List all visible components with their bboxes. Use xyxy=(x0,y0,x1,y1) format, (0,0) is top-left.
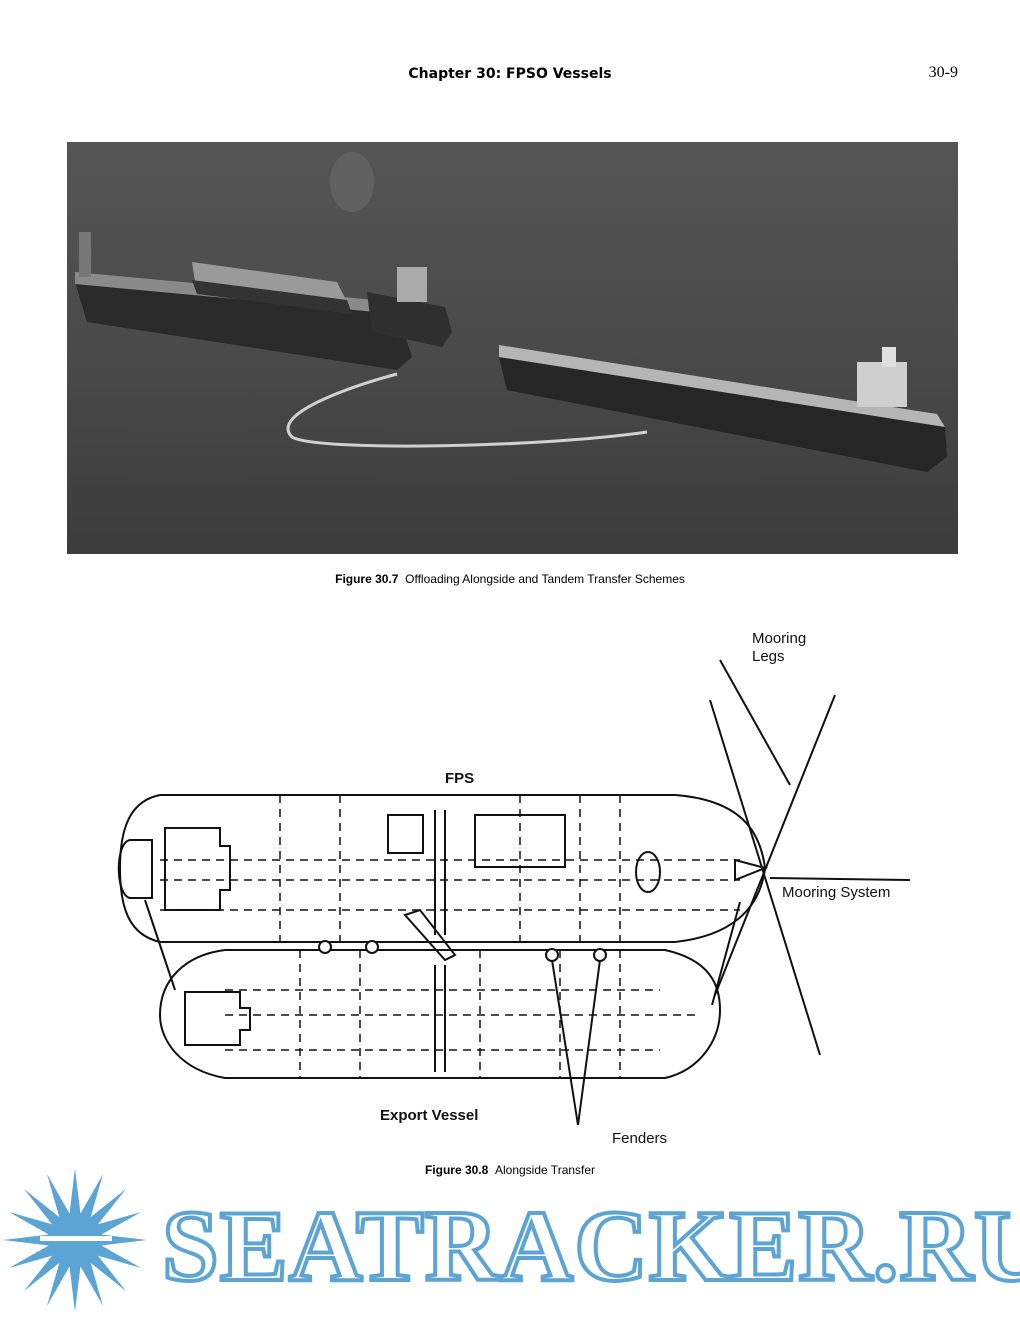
mooring-legs-label-line2: Legs xyxy=(752,648,785,665)
figure-30-8-caption: Figure 30.8 Alongside Transfer xyxy=(0,1163,1020,1177)
mooring-system-label: Mooring System xyxy=(782,884,891,901)
sun-logo-icon xyxy=(3,1170,147,1312)
figure-caption-text: Offloading Alongside and Tandem Transfer… xyxy=(405,572,685,586)
figure-label: Figure 30.7 xyxy=(335,572,399,586)
figure-30-7-caption: Figure 30.7 Offloading Alongside and Tan… xyxy=(0,572,1020,586)
offloading-photo xyxy=(67,142,958,554)
watermark-text: SEATRACKER.RU xyxy=(160,1190,1020,1304)
mooring-legs-label-line1: Mooring xyxy=(752,630,807,647)
page-number: 30-9 xyxy=(928,64,958,81)
fps-label: FPS xyxy=(445,770,475,787)
export-vessel-label: Export Vessel xyxy=(380,1107,479,1124)
figure-caption-text: Alongside Transfer xyxy=(494,1163,596,1177)
chapter-title: Chapter 30: FPSO Vessels xyxy=(408,66,612,82)
alongside-transfer-diagram xyxy=(117,659,911,1126)
fenders-label: Fenders xyxy=(612,1130,668,1147)
mooring-legs-label: Mooring Legs xyxy=(752,630,806,666)
figure-label: Figure 30.8 xyxy=(424,1163,489,1177)
